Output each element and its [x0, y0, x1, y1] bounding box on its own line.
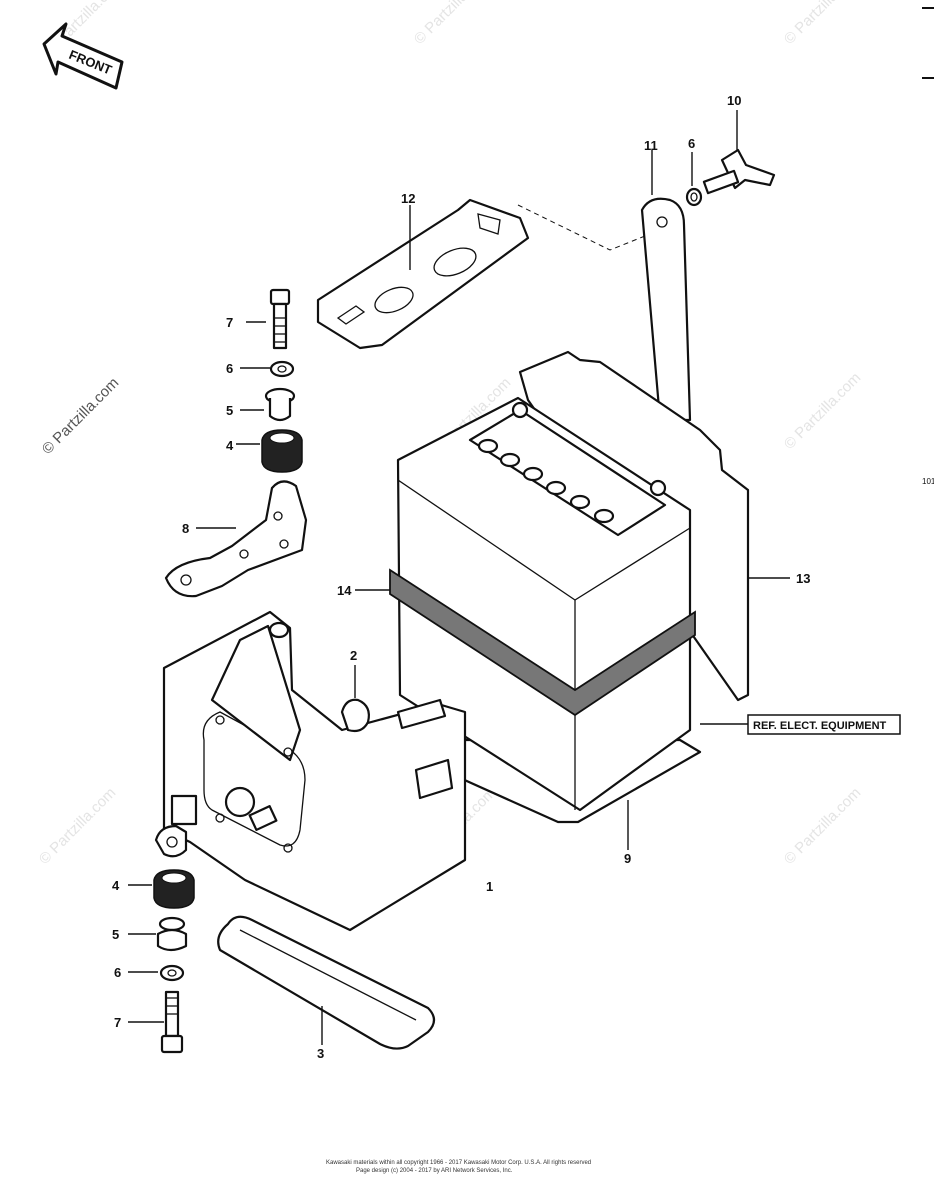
- bracket-top-part: [316, 198, 661, 350]
- callout-labels: 1 2 3 4 4 5 5 6 6 6 7 7 8 9 10 11 12 13 …: [112, 93, 810, 1061]
- callout-9: 9: [624, 851, 631, 866]
- callout-8: 8: [182, 521, 189, 536]
- callout-6: 6: [226, 361, 233, 376]
- callout-5: 5: [226, 403, 233, 418]
- watermark: © Partzilla.com: [781, 369, 864, 452]
- upper-grommet-part: [236, 429, 303, 473]
- upper-collar-part: [240, 387, 296, 422]
- callout-7: 7: [114, 1015, 121, 1030]
- lower-grommet-part: [128, 869, 195, 909]
- callout-6: 6: [688, 136, 695, 151]
- watermark: © Partzilla.com: [411, 0, 494, 48]
- lower-collar-part: [128, 916, 188, 952]
- watermark: © Partzilla.com: [39, 374, 122, 457]
- copyright-line: Kawasaki materials within all copyright …: [326, 1160, 591, 1166]
- ref-note-text: REF. ELECT. EQUIPMENT: [753, 720, 887, 732]
- copyright-line: Page design (c) 2004 - 2017 by ARI Netwo…: [356, 1168, 513, 1174]
- callout-11: 11: [644, 138, 658, 153]
- callout-6: 6: [114, 965, 121, 980]
- upper-bolt-part: [246, 288, 291, 350]
- rubber-strip-part: [217, 915, 436, 1050]
- callout-4: 4: [112, 878, 120, 893]
- lower-washer-part: [128, 964, 185, 982]
- washer-top-part: [685, 152, 703, 207]
- battery-band-part: [355, 568, 696, 717]
- callout-4: 4: [226, 438, 234, 453]
- callout-5: 5: [112, 927, 119, 942]
- battery-holder-frame-part: [154, 610, 467, 932]
- battery-cell-caps: [477, 438, 615, 524]
- mounting-bracket-part: [164, 480, 308, 598]
- callout-14: 14: [337, 583, 352, 598]
- watermark: © Partzilla.com: [781, 0, 864, 48]
- wing-bolt-part: [702, 110, 776, 195]
- watermark: © Partzilla.com: [781, 784, 864, 867]
- ref-elect-equipment-note: REF. ELECT. EQUIPMENT: [700, 714, 901, 735]
- edge-mark: 101: [922, 477, 934, 486]
- battery-part: [396, 396, 692, 812]
- watermark: © Partzilla.com: [36, 784, 119, 867]
- upper-washer-part: [240, 360, 295, 378]
- front-arrow-icon: FRONT: [42, 22, 124, 90]
- callout-10: 10: [727, 93, 741, 108]
- callout-1: 1: [486, 879, 493, 894]
- rubber-cap-part: [340, 665, 370, 733]
- callout-3: 3: [317, 1046, 324, 1061]
- callout-13: 13: [796, 571, 810, 586]
- callout-2: 2: [350, 648, 357, 663]
- hold-down-strap-part: [640, 150, 692, 422]
- callout-12: 12: [401, 191, 415, 206]
- lower-bolt-part: [128, 990, 184, 1054]
- callout-7: 7: [226, 315, 233, 330]
